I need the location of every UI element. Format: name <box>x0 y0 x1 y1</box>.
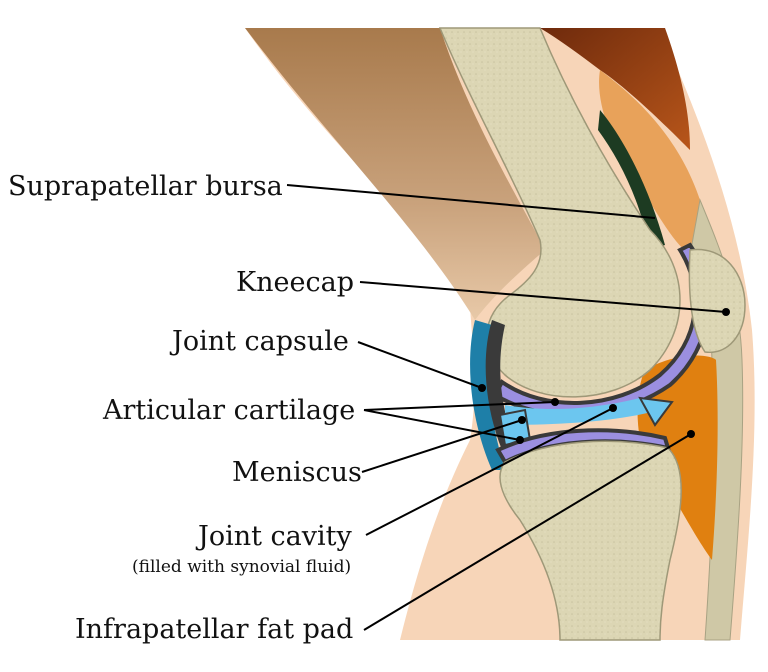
dot-articular-cartilage-1 <box>551 398 559 406</box>
femur <box>438 27 681 398</box>
dot-infrapatellar-fat-pad <box>687 430 695 438</box>
label-infrapatellar-fat-pad: Infrapatellar fat pad <box>75 614 353 645</box>
leader-joint-cavity <box>365 407 614 536</box>
dot-articular-cartilage-2 <box>516 436 524 444</box>
leader-articular-cartilage-1 <box>363 401 556 411</box>
label-suprapatellar-bursa: Suprapatellar bursa <box>8 171 283 202</box>
leader-articular-cartilage-2 <box>363 409 521 441</box>
label-articular-cartilage: Articular cartilage <box>102 395 355 426</box>
tibia <box>499 440 682 641</box>
patella <box>688 248 746 353</box>
dot-kneecap <box>722 308 730 316</box>
label-meniscus: Meniscus <box>232 457 362 488</box>
suprapatellar-bursa-shape <box>598 110 665 250</box>
dot-meniscus <box>518 416 526 424</box>
leader-infrapatellar-fat-pad <box>363 433 692 631</box>
joint-capsule-outer <box>470 320 505 470</box>
dot-joint-capsule <box>478 384 486 392</box>
leader-kneecap <box>359 281 727 313</box>
dot-joint-cavity <box>609 404 617 412</box>
label-kneecap: Kneecap <box>236 267 354 298</box>
meniscus-shape-front <box>638 396 674 427</box>
label-joint-cavity-note: (filled with synovial fluid) <box>132 557 351 577</box>
label-joint-cavity: Joint cavity <box>195 521 352 552</box>
joint-cavity-fluid <box>505 398 665 425</box>
leader-meniscus <box>361 419 523 473</box>
leader-suprapatellar-bursa <box>286 184 656 219</box>
quadriceps-tendon <box>599 70 702 255</box>
leader-joint-capsule <box>357 341 483 389</box>
quadriceps-muscle <box>540 28 690 150</box>
posterior-thigh-tissue <box>245 28 545 320</box>
label-joint-capsule: Joint capsule <box>169 326 349 357</box>
joint-capsule-inner <box>485 320 515 450</box>
